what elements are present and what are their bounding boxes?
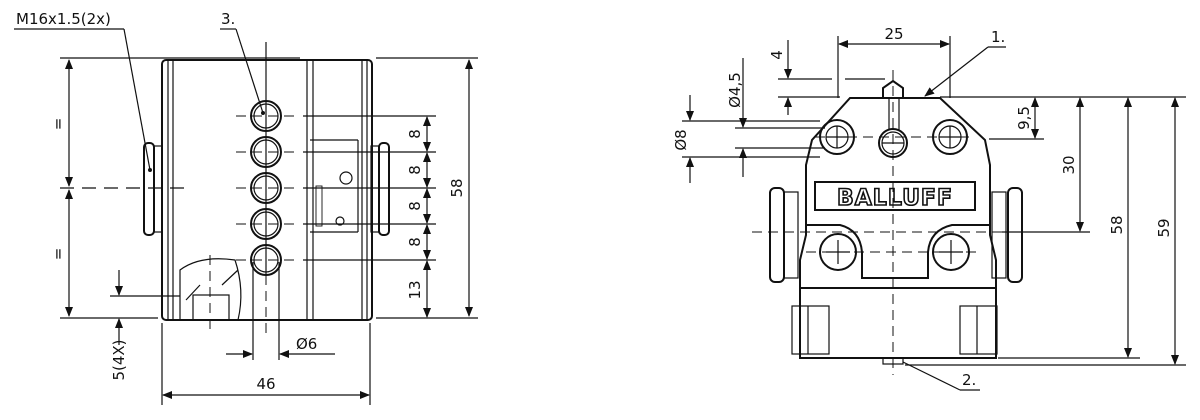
mid-hole-offset-dim: 30	[1060, 155, 1078, 174]
small-hole-diameter-dim: Ø4,5	[726, 72, 744, 108]
top-hole-offset-dim: 9,5	[1015, 106, 1033, 130]
front-body-height-dim: 58	[1108, 215, 1126, 234]
equal-mark-bottom: =	[49, 248, 67, 261]
side-view: M16x1.5(2x) 3.	[14, 10, 478, 405]
led-indicators	[236, 42, 296, 335]
front-total-height-dim: 59	[1155, 218, 1173, 237]
plunger-callout: 1.	[991, 28, 1005, 46]
equal-mark-top: =	[49, 118, 67, 131]
balluff-logo: BALLUFF	[837, 186, 953, 211]
switch-body-side	[60, 57, 390, 330]
side-width-dim: 46	[256, 375, 275, 393]
led-pitch-dim-1: 8	[406, 129, 424, 139]
led-pitch-dim-2: 8	[406, 165, 424, 175]
mount-hole-depth-dim: 5(4X)	[110, 339, 128, 380]
switch-body-front: BALLUFF	[752, 70, 1052, 375]
thread-label: M16x1.5(2x)	[16, 10, 111, 28]
led-pitch-dim-4: 8	[406, 237, 424, 247]
bottom-callout: 2.	[962, 371, 976, 389]
front-view: BALLUFF 1.	[672, 25, 1186, 391]
led-pitch-dim-3: 8	[406, 201, 424, 211]
bottom-offset-dim: 13	[406, 280, 424, 299]
large-hole-diameter-dim: Ø8	[672, 129, 690, 150]
plunger-height-dim: 4	[768, 50, 786, 60]
led-callout: 3.	[221, 10, 235, 28]
led-diameter-dim: Ø6	[296, 335, 317, 353]
side-height-dim: 58	[448, 178, 466, 197]
front-width-dim: 25	[884, 25, 903, 43]
